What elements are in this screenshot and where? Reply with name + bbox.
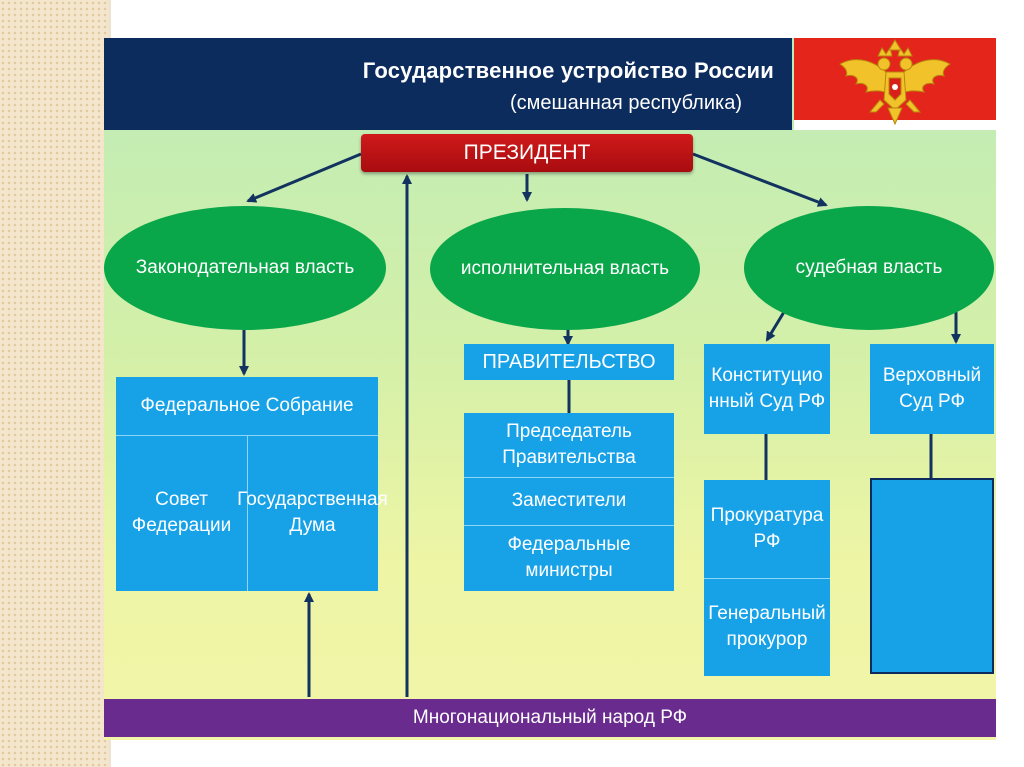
decorative-left-strip xyxy=(0,0,111,767)
coat-of-arms-icon xyxy=(794,38,996,130)
government-box: ПРАВИТЕЛЬСТВО xyxy=(464,344,674,380)
state-duma-label: Государственная Дума xyxy=(237,489,388,536)
divider xyxy=(464,525,674,526)
president-box: ПРЕЗИДЕНТ xyxy=(361,134,693,172)
chairman-label: Председатель Правительства xyxy=(502,421,636,468)
federal-assembly-label: Федеральное Собрание xyxy=(140,395,354,416)
executive-branch-oval: исполнительная власть xyxy=(430,208,700,330)
empty-court-box xyxy=(870,478,994,674)
diagram-title: Государственное устройство России xyxy=(362,58,774,83)
judicial-branch-oval: судебная власть xyxy=(744,206,994,330)
diagram-subtitle: (смешанная республика) xyxy=(510,92,742,114)
prosecutor-office-label: Прокуратура РФ xyxy=(710,505,824,552)
federation-council-label: Совет Федерации xyxy=(131,489,232,536)
federal-assembly-box: Федеральное Собрание Совет Федерации Гос… xyxy=(116,377,388,591)
government-members-box: Председатель Правительства Заместители Ф… xyxy=(464,413,674,591)
prosecutor-general-label: Генеральный прокурор xyxy=(708,603,826,650)
diagram-slide: Государственное устройство России (смеша… xyxy=(104,38,996,740)
federal-ministers-label: Федеральные министры xyxy=(507,534,631,581)
deputies-label: Заместители xyxy=(511,490,627,511)
header-bar: Государственное устройство России (смеша… xyxy=(104,38,792,130)
prosecutor-box: Прокуратура РФ Генеральный прокурор xyxy=(704,480,830,676)
divider xyxy=(247,435,248,591)
divider xyxy=(704,578,830,579)
people-bar: Многонациональный народ РФ xyxy=(104,699,996,737)
legislative-branch-oval: Законодательная власть xyxy=(104,206,386,330)
constitutional-court-box: Конституционный Суд РФ xyxy=(704,344,830,434)
supreme-court-box: Верховный Суд РФ xyxy=(870,344,994,434)
divider xyxy=(464,477,674,478)
